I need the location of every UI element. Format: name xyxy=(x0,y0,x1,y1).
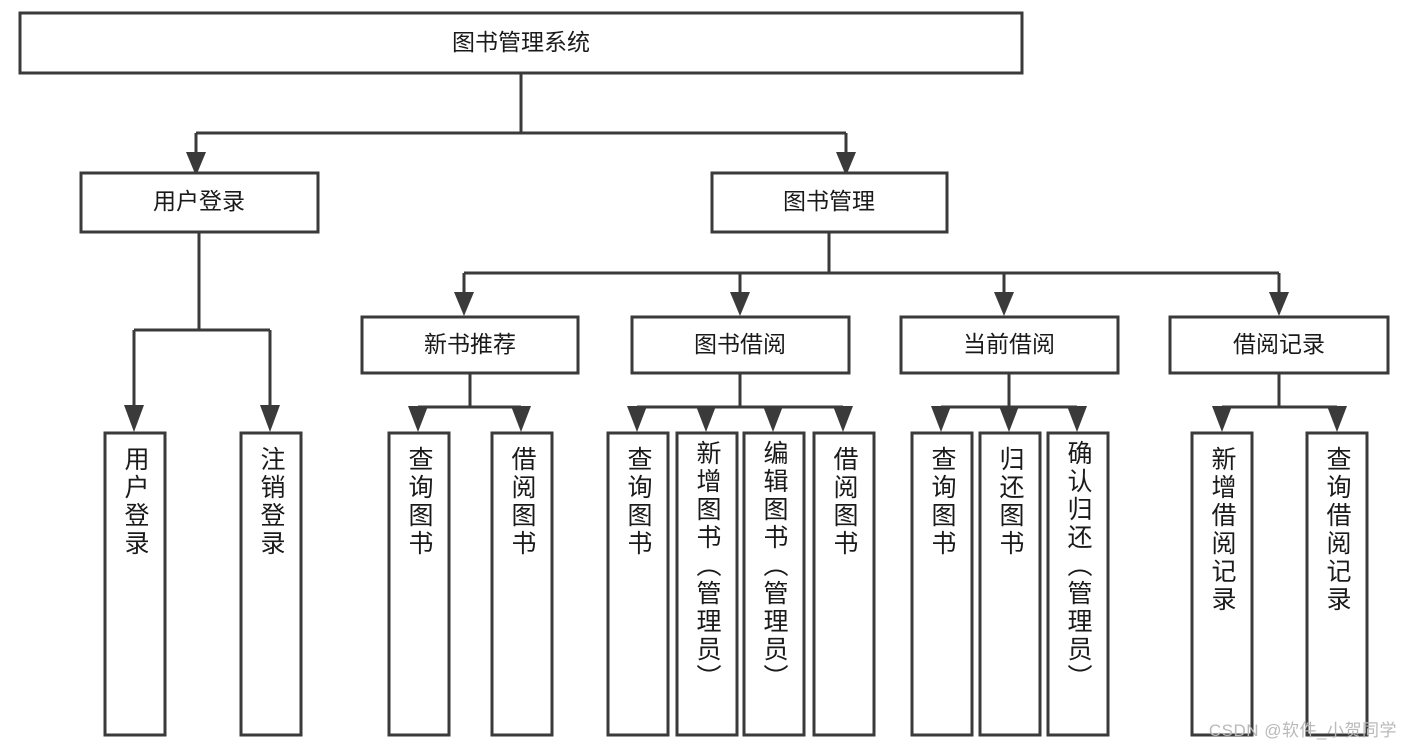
arrow-head-icon xyxy=(408,406,428,432)
node-leaf-logout-login[interactable] xyxy=(239,431,303,737)
leaf-rects xyxy=(103,431,1369,737)
node-book-management[interactable]: 图书管理 xyxy=(710,171,949,234)
node-leaf-query-book-1[interactable] xyxy=(387,431,451,737)
node-leaf-query-book-3[interactable] xyxy=(910,431,974,737)
node-current-borrow-label: 当前借阅 xyxy=(963,331,1055,357)
node-leaf-add-book[interactable] xyxy=(675,431,739,737)
arrow-head-icon xyxy=(627,406,647,432)
connector-userlogin-to-leaves xyxy=(124,232,280,432)
arrow-head-icon xyxy=(454,292,474,316)
node-root[interactable]: 图书管理系统 xyxy=(18,11,1024,75)
node-borrow-record-label: 借阅记录 xyxy=(1233,331,1325,357)
node-book-borrow[interactable]: 图书借阅 xyxy=(630,315,851,375)
connector-root-to-level1 xyxy=(186,73,856,176)
node-leaf-borrow-book-1[interactable] xyxy=(490,431,554,737)
arrow-head-icon xyxy=(186,152,206,176)
node-leaf-edit-book[interactable] xyxy=(742,431,806,737)
node-current-borrow[interactable]: 当前借阅 xyxy=(899,315,1120,375)
node-user-login-label: 用户登录 xyxy=(153,188,245,214)
arrow-head-icon xyxy=(836,152,856,176)
connector-newbook-to-leaves xyxy=(408,373,531,432)
node-leaf-confirm-return[interactable] xyxy=(1046,431,1110,737)
arrow-head-icon xyxy=(511,406,531,432)
node-leaf-query-record[interactable] xyxy=(1305,431,1369,737)
connector-currentborrow-to-leaves xyxy=(931,373,1087,432)
arrow-head-icon xyxy=(1327,406,1347,432)
arrow-head-icon xyxy=(1212,406,1232,432)
node-new-book-recommend-label: 新书推荐 xyxy=(424,331,516,357)
watermark-text: CSDN @软件_小贺同学 xyxy=(1208,721,1397,740)
arrow-head-icon xyxy=(999,406,1019,432)
node-new-book-recommend[interactable]: 新书推荐 xyxy=(360,315,580,375)
node-user-login[interactable]: 用户登录 xyxy=(79,171,320,234)
arrow-head-icon xyxy=(763,406,783,432)
arrow-head-icon xyxy=(833,406,853,432)
node-root-label: 图书管理系统 xyxy=(452,29,590,55)
node-leaf-query-book-2[interactable] xyxy=(606,431,670,737)
connector-bookborrow-to-leaves xyxy=(627,373,853,432)
arrow-head-icon xyxy=(696,406,716,432)
node-leaf-user-login[interactable] xyxy=(103,431,167,737)
node-leaf-add-record[interactable] xyxy=(1190,431,1254,737)
arrow-head-icon xyxy=(260,405,280,432)
node-leaf-return-book[interactable] xyxy=(978,431,1042,737)
arrow-head-icon xyxy=(1269,292,1289,316)
arrow-head-icon xyxy=(1067,406,1087,432)
arrow-head-icon xyxy=(931,406,951,432)
arrow-head-icon xyxy=(994,292,1014,316)
node-leaf-borrow-book-2[interactable] xyxy=(812,431,876,737)
arrow-head-icon xyxy=(124,405,144,432)
node-borrow-record[interactable]: 借阅记录 xyxy=(1168,315,1390,375)
connector-borrowrecord-to-leaves xyxy=(1212,373,1347,432)
connector-bookmgmt-to-level2 xyxy=(454,232,1289,316)
arrow-head-icon xyxy=(730,292,750,316)
node-book-management-label: 图书管理 xyxy=(783,188,875,214)
node-book-borrow-label: 图书借阅 xyxy=(694,331,786,357)
